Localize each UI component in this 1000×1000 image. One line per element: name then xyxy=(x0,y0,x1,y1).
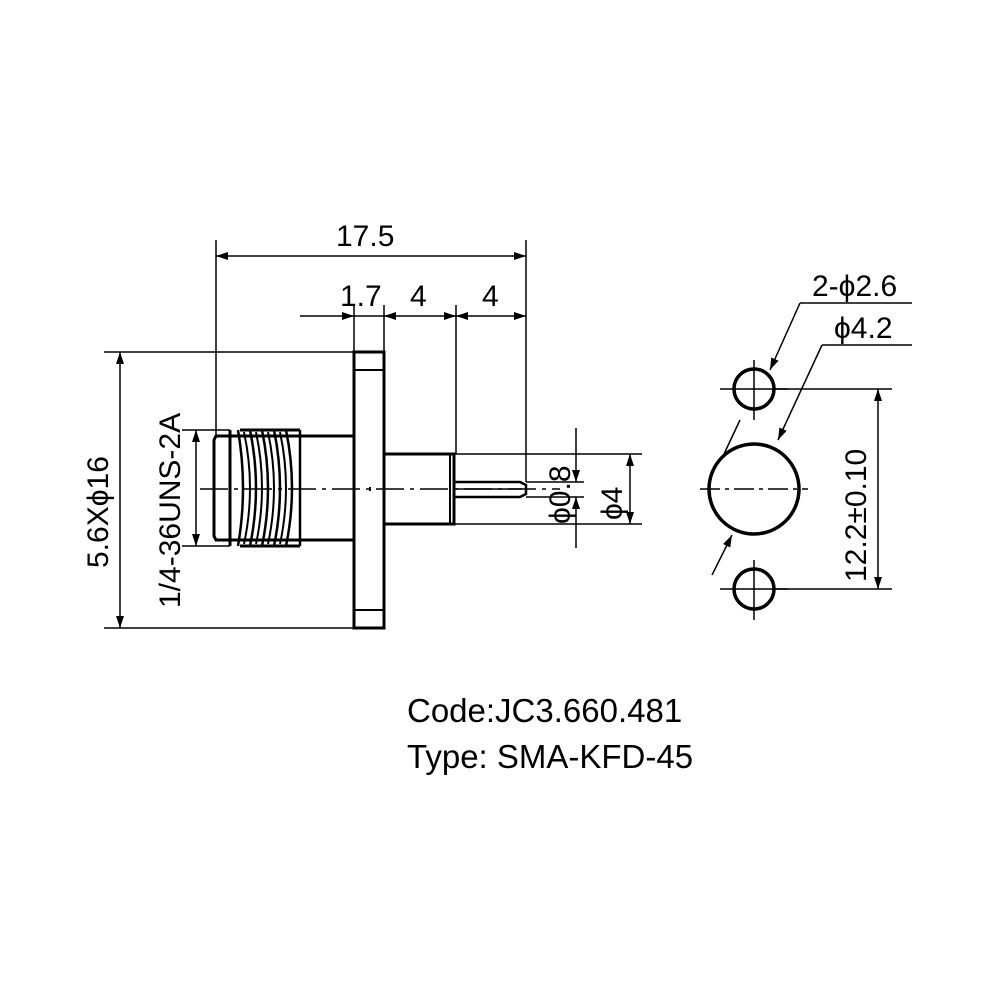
dim-body-length: 4 xyxy=(410,280,427,313)
dim-flange-thickness: 1.7 xyxy=(340,280,382,313)
front-view xyxy=(700,360,808,620)
threaded-body xyxy=(212,428,356,548)
dim-pin-length: 4 xyxy=(482,280,499,313)
dim-overall-length: 17.5 xyxy=(336,220,394,253)
side-view xyxy=(200,350,560,630)
dim-hole-spacing: 12.2±0.10 xyxy=(840,449,873,582)
dim-mount-holes: 2-ϕ2.6 xyxy=(812,270,897,303)
dim-pin-diameter: ϕ0.8 xyxy=(544,465,577,524)
dim-flange: 5.6Xϕ16 xyxy=(82,456,115,568)
dim-insulator-diameter: ϕ4 xyxy=(596,487,629,521)
dimension-lines xyxy=(104,240,642,629)
front-dimension-lines xyxy=(711,302,912,590)
part-code: Code:JC3.660.481 xyxy=(407,692,683,729)
dim-center-hole: ϕ4.2 xyxy=(834,312,893,345)
dim-thread: 1/4-36UNS-2A xyxy=(154,413,187,608)
part-type: Type: SMA-KFD-45 xyxy=(407,738,694,775)
